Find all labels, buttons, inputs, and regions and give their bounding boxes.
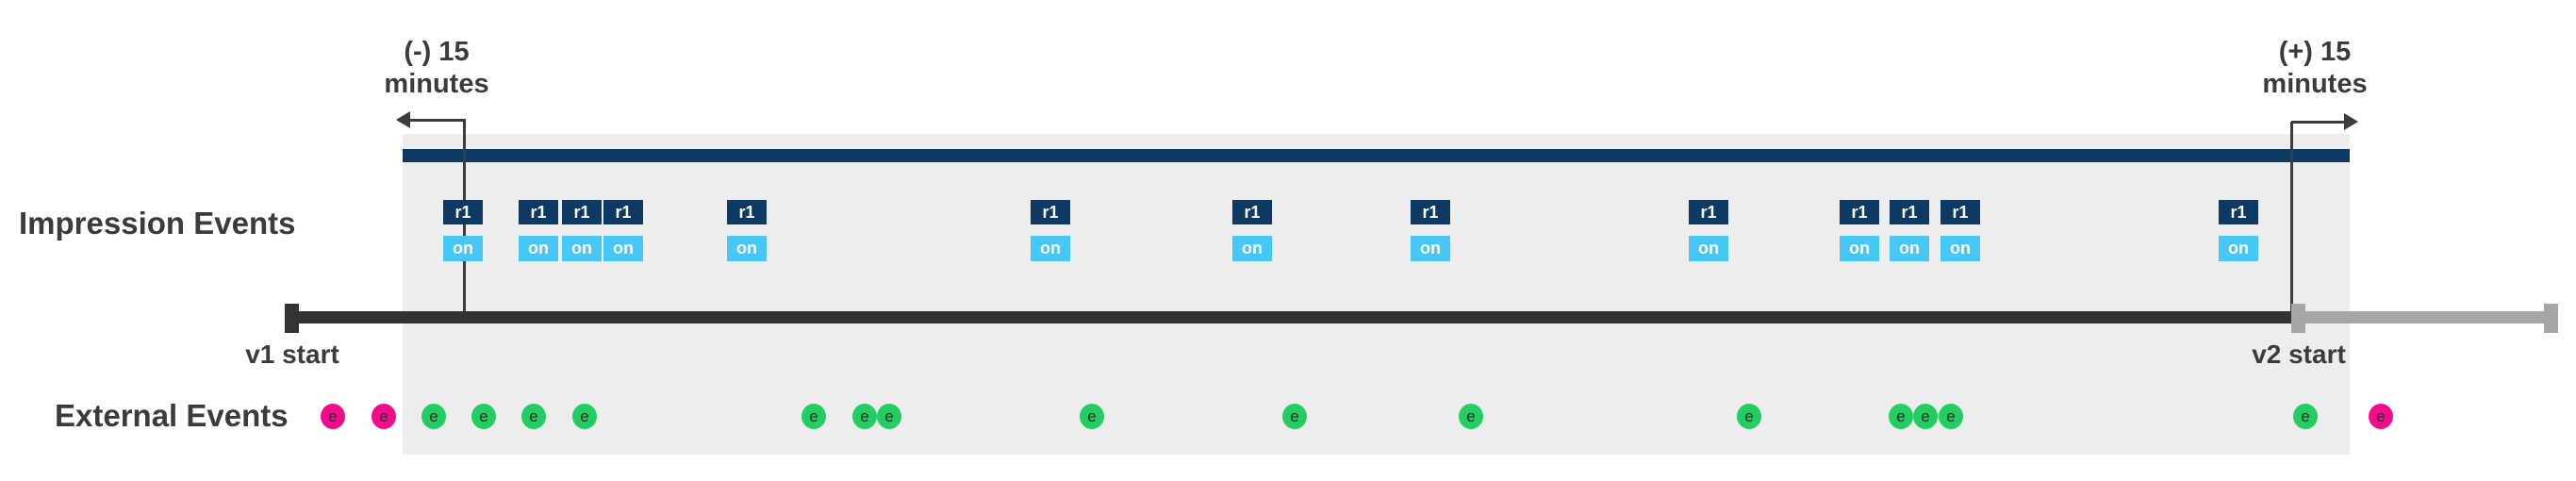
impression-event-r1-box: r1 bbox=[727, 200, 767, 224]
external-event-dot-green: e bbox=[1282, 404, 1307, 429]
impression-event: r1 on bbox=[727, 200, 767, 261]
impression-event-on-box: on bbox=[1411, 236, 1450, 261]
impression-events-label: Impression Events bbox=[19, 206, 296, 240]
minus-arrow-horizontal-line bbox=[405, 119, 466, 122]
impression-event: r1 on bbox=[2219, 200, 2258, 261]
external-event-dot-green: e bbox=[471, 404, 496, 429]
impression-event-r1-box: r1 bbox=[2219, 200, 2258, 224]
impression-event-on-box: on bbox=[727, 236, 767, 261]
v1-start-tick bbox=[285, 304, 299, 333]
impression-event-r1-box: r1 bbox=[443, 200, 483, 224]
impression-event-on-box: on bbox=[1940, 236, 1980, 261]
impression-event-r1-box: r1 bbox=[1232, 200, 1272, 224]
impression-event-r1-box: r1 bbox=[1890, 200, 1929, 224]
impression-event: r1 on bbox=[1689, 200, 1728, 261]
external-event-dot-magenta: e bbox=[321, 404, 345, 429]
external-event-dot-green: e bbox=[1913, 404, 1938, 429]
impression-event: r1 on bbox=[1031, 200, 1070, 261]
right-arrowhead-icon bbox=[2344, 113, 2358, 130]
impression-event-r1-box: r1 bbox=[1840, 200, 1879, 224]
impression-event: r1 on bbox=[603, 200, 643, 261]
v2-timeline-bar bbox=[2291, 311, 2558, 323]
campaign-duration-bar bbox=[403, 149, 2350, 162]
v2-end-tick bbox=[2544, 304, 2558, 333]
impression-event-r1-box: r1 bbox=[1940, 200, 1980, 224]
external-event-dot-green: e bbox=[1459, 404, 1483, 429]
v2-start-label: v2 start bbox=[2252, 340, 2346, 369]
external-event-dot-green: e bbox=[1939, 404, 1963, 429]
plus-offset-marker-line bbox=[2290, 122, 2293, 311]
minus-15-line2: minutes bbox=[384, 69, 489, 99]
impression-event: r1 on bbox=[1840, 200, 1879, 261]
minus-15-minutes-annotation: (-) 15 minutes bbox=[375, 36, 498, 100]
external-event-dot-magenta: e bbox=[372, 404, 396, 429]
external-event-dot-green: e bbox=[1889, 404, 1913, 429]
experiment-window-panel bbox=[403, 134, 2350, 455]
impression-event-r1-box: r1 bbox=[603, 200, 643, 224]
external-event-dot-green: e bbox=[572, 404, 597, 429]
v1-start-label: v1 start bbox=[245, 340, 339, 369]
external-event-dot-green: e bbox=[2293, 404, 2318, 429]
external-event-dot-green: e bbox=[877, 404, 901, 429]
impression-event-on-box: on bbox=[2219, 236, 2258, 261]
plus-15-line2: minutes bbox=[2262, 69, 2368, 99]
external-event-dot-magenta: e bbox=[2369, 404, 2393, 429]
external-event-dot-green: e bbox=[1080, 404, 1104, 429]
external-event-dot-green: e bbox=[1737, 404, 1761, 429]
impression-event: r1 on bbox=[519, 200, 558, 261]
impression-event-r1-box: r1 bbox=[562, 200, 602, 224]
impression-event-on-box: on bbox=[1840, 236, 1879, 261]
minus-15-line1: (-) 15 bbox=[404, 37, 470, 67]
impression-event-on-box: on bbox=[443, 236, 483, 261]
external-event-dot-green: e bbox=[852, 404, 877, 429]
impression-event-on-box: on bbox=[1031, 236, 1070, 261]
impression-event-r1-box: r1 bbox=[519, 200, 558, 224]
impression-event-r1-box: r1 bbox=[1031, 200, 1070, 224]
plus-15-minutes-annotation: (+) 15 minutes bbox=[2254, 36, 2376, 100]
external-event-dot-green: e bbox=[801, 404, 826, 429]
impression-event: r1 on bbox=[1890, 200, 1929, 261]
impression-event: r1 on bbox=[1411, 200, 1450, 261]
impression-event-on-box: on bbox=[1232, 236, 1272, 261]
external-events-label: External Events bbox=[55, 398, 289, 433]
impression-event-r1-box: r1 bbox=[1411, 200, 1450, 224]
impression-event: r1 on bbox=[562, 200, 602, 261]
impression-event: r1 on bbox=[1232, 200, 1272, 261]
external-event-dot-green: e bbox=[421, 404, 446, 429]
left-arrowhead-icon bbox=[396, 111, 410, 128]
impression-event-on-box: on bbox=[562, 236, 602, 261]
impression-event-on-box: on bbox=[519, 236, 558, 261]
plus-arrow-horizontal-line bbox=[2291, 121, 2346, 124]
impression-event-on-box: on bbox=[1890, 236, 1929, 261]
v1-timeline-bar bbox=[285, 311, 2291, 323]
impression-event-r1-box: r1 bbox=[1689, 200, 1728, 224]
v2-start-tick bbox=[2291, 304, 2305, 333]
impression-event-on-box: on bbox=[1689, 236, 1728, 261]
impression-event: r1 on bbox=[1940, 200, 1980, 261]
external-event-dot-green: e bbox=[521, 404, 546, 429]
plus-15-line1: (+) 15 bbox=[2278, 37, 2352, 67]
impression-event: r1 on bbox=[443, 200, 483, 261]
impression-event-on-box: on bbox=[603, 236, 643, 261]
